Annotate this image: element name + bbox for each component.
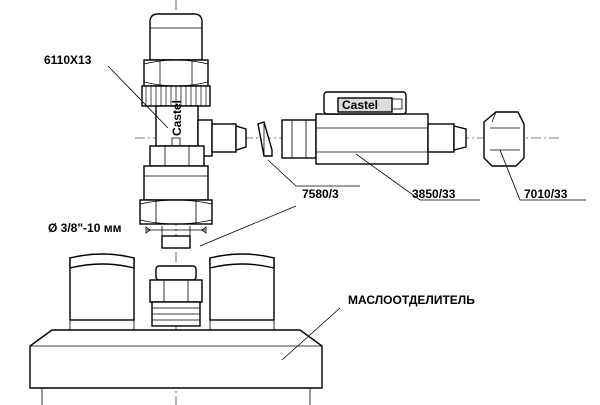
oil-separator [29, 253, 323, 405]
sight-glass-brand-label: Castel [342, 98, 378, 112]
gasket-7580-3 [257, 121, 273, 157]
label-separator: МАСЛООТДЕЛИТЕЛЬ [348, 293, 475, 307]
label-gasket: 7580/3 [302, 187, 339, 201]
leader-lines [107, 65, 586, 361]
pipe-stub [145, 226, 207, 249]
label-valve: 6110X13 [44, 53, 92, 67]
valve-6110x13: Castel [139, 13, 247, 225]
label-diameter: Ø 3/8"-10 мм [48, 221, 122, 235]
label-sight-glass: 3850/33 [412, 187, 456, 201]
valve-brand-label: Castel [170, 100, 184, 136]
label-nut: 7010/33 [524, 187, 568, 201]
nut-7010-33 [483, 111, 525, 167]
sight-glass-3850-33: Castel [281, 91, 467, 165]
